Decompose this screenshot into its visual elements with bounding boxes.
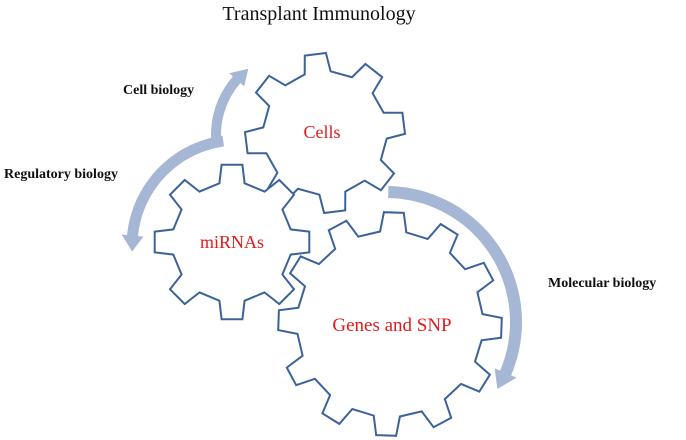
- mirnas-gear: [153, 163, 311, 321]
- diagram-title: Transplant Immunology: [222, 3, 415, 25]
- cells-gear: [243, 51, 407, 215]
- cell-biology-label: Cell biology: [123, 83, 194, 98]
- cells-gear-label: Cells: [303, 122, 340, 142]
- molecular-biology-arrow: [388, 186, 522, 389]
- mirnas-gear-label: miRNAs: [200, 232, 264, 252]
- regulatory-biology-label: Regulatory biology: [4, 167, 118, 182]
- cell-biology-arrow: [211, 68, 249, 145]
- molecular-biology-label: Molecular biology: [548, 276, 656, 291]
- genes-and-snp-gear: [277, 211, 503, 437]
- regulatory-biology-arrow: [121, 135, 224, 252]
- genes-and-snp-gear-label: Genes and SNP: [332, 315, 451, 336]
